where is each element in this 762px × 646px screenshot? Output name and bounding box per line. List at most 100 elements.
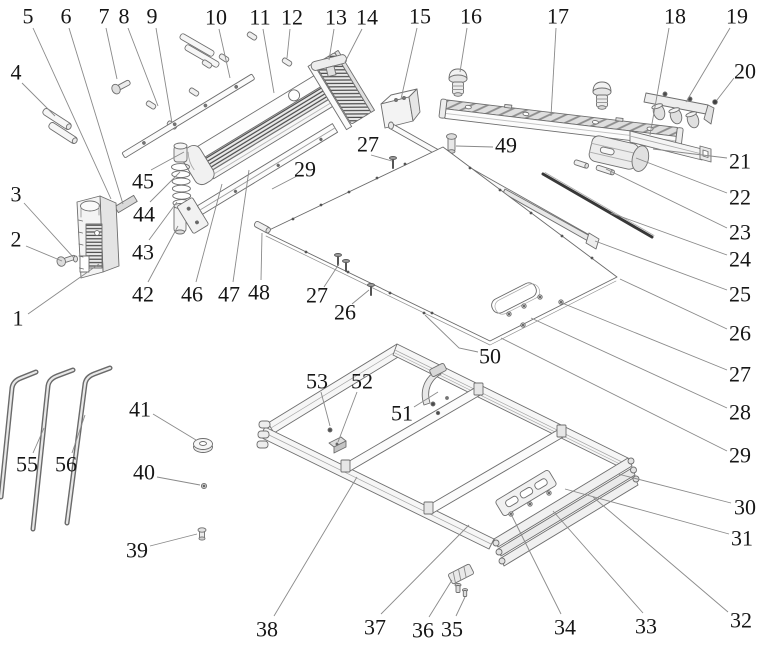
part-label-18: 18 [664,4,686,29]
part-label-17: 17 [547,4,569,29]
leader-line-36 [428,579,453,618]
nameplate-33 [495,469,557,517]
leader-line-29r [500,337,728,452]
leader-line-31 [564,488,730,535]
part-label-6: 6 [61,4,72,29]
screw-39 [197,527,207,541]
leader-line-5 [32,27,112,200]
part-label-48: 48 [248,280,270,305]
leader-line-51 [413,391,439,408]
part-label-27t: 27 [357,132,379,157]
part-label-50: 50 [479,344,501,369]
leader-line-29m [271,175,298,190]
part-label-21: 21 [729,149,751,174]
leader-line-52 [337,391,358,443]
leader-line-6 [68,27,124,205]
leader-line-24 [610,212,728,256]
part-label-20: 20 [734,59,756,84]
top-rail-17 [438,98,684,148]
leader-line-44 [149,171,181,203]
leader-line-38 [273,476,358,617]
torsion-rod-24 [541,172,655,239]
leader-line-21 [652,148,728,159]
leader-line-16 [459,27,468,73]
part-label-29m: 29 [294,157,316,182]
leader-line-12 [286,28,291,59]
part-label-37: 37 [364,615,386,640]
part-label-53: 53 [306,369,328,394]
back-bar [121,74,255,158]
part-label-34: 34 [554,615,576,640]
part-label-22: 22 [729,185,751,210]
part-label-10: 10 [205,5,227,30]
leader-line-35 [455,596,466,617]
leader-line-56 [71,414,86,454]
knob-part-16-left [448,68,468,97]
leader-line-3 [23,202,75,259]
part-label-40: 40 [133,460,155,485]
leader-line-32 [592,496,729,613]
leader-line-55 [32,427,45,454]
leader-line-13 [328,28,335,61]
carriage-21-22 [588,135,650,172]
part-label-47: 47 [218,282,240,307]
part-label-29r: 29 [729,443,751,468]
leader-line-17 [550,27,557,117]
leader-line-27t [370,154,393,162]
screw-40 [200,482,208,490]
part-label-15: 15 [409,4,431,29]
leader-line-33 [552,510,644,614]
part-label-1: 1 [13,306,24,331]
pin-48 [253,221,271,234]
leader-line-23 [605,168,728,229]
leader-lines [21,27,735,618]
part-label-24: 24 [729,247,751,272]
leader-line-28 [530,317,728,409]
leader-line-48 [260,232,263,281]
part-label-46: 46 [181,282,203,307]
leader-line-30 [617,473,732,504]
leader-line-19 [685,27,731,103]
screws-35 [454,582,469,597]
part-label-26r: 26 [729,321,751,346]
part-label-36: 36 [412,618,434,643]
part-label-28: 28 [729,400,751,425]
leader-line-26r [619,278,728,330]
part-label-51: 51 [391,401,413,426]
leader-line-4 [21,82,56,117]
part-label-55: 55 [16,452,38,477]
part-label-16: 16 [460,4,482,29]
leader-line-40 [156,476,201,486]
foot-block-36 [448,563,474,585]
part-label-27b: 27 [306,283,328,308]
leader-line-1 [27,263,100,315]
leader-line-46 [195,183,223,283]
leader-line-9 [155,27,173,124]
knob-part-16-right [592,81,612,110]
leader-line-50 [424,314,479,353]
part-label-19: 19 [726,4,748,29]
screw-20 [712,99,718,105]
leader-line-2 [25,245,63,262]
part-label-44: 44 [133,202,155,227]
leader-line-53 [320,391,331,427]
leader-line-10 [218,28,231,79]
leader-line-11 [262,28,275,94]
part-label-42: 42 [132,282,154,307]
screw-53 [327,427,333,433]
part-label-32: 32 [730,608,752,633]
part-label-39: 39 [126,538,148,563]
lower-guide-rail [177,123,339,234]
diagram-artwork [0,31,718,597]
leader-line-43 [148,201,178,241]
fastener-cluster [42,31,293,214]
leader-line-27b [323,263,340,288]
leader-line-8 [127,27,159,107]
part-label-3: 3 [11,182,22,207]
part-label-11: 11 [249,5,270,30]
t-bolts [334,155,397,296]
part-label-52: 52 [351,369,373,394]
leader-line-7 [105,27,118,80]
